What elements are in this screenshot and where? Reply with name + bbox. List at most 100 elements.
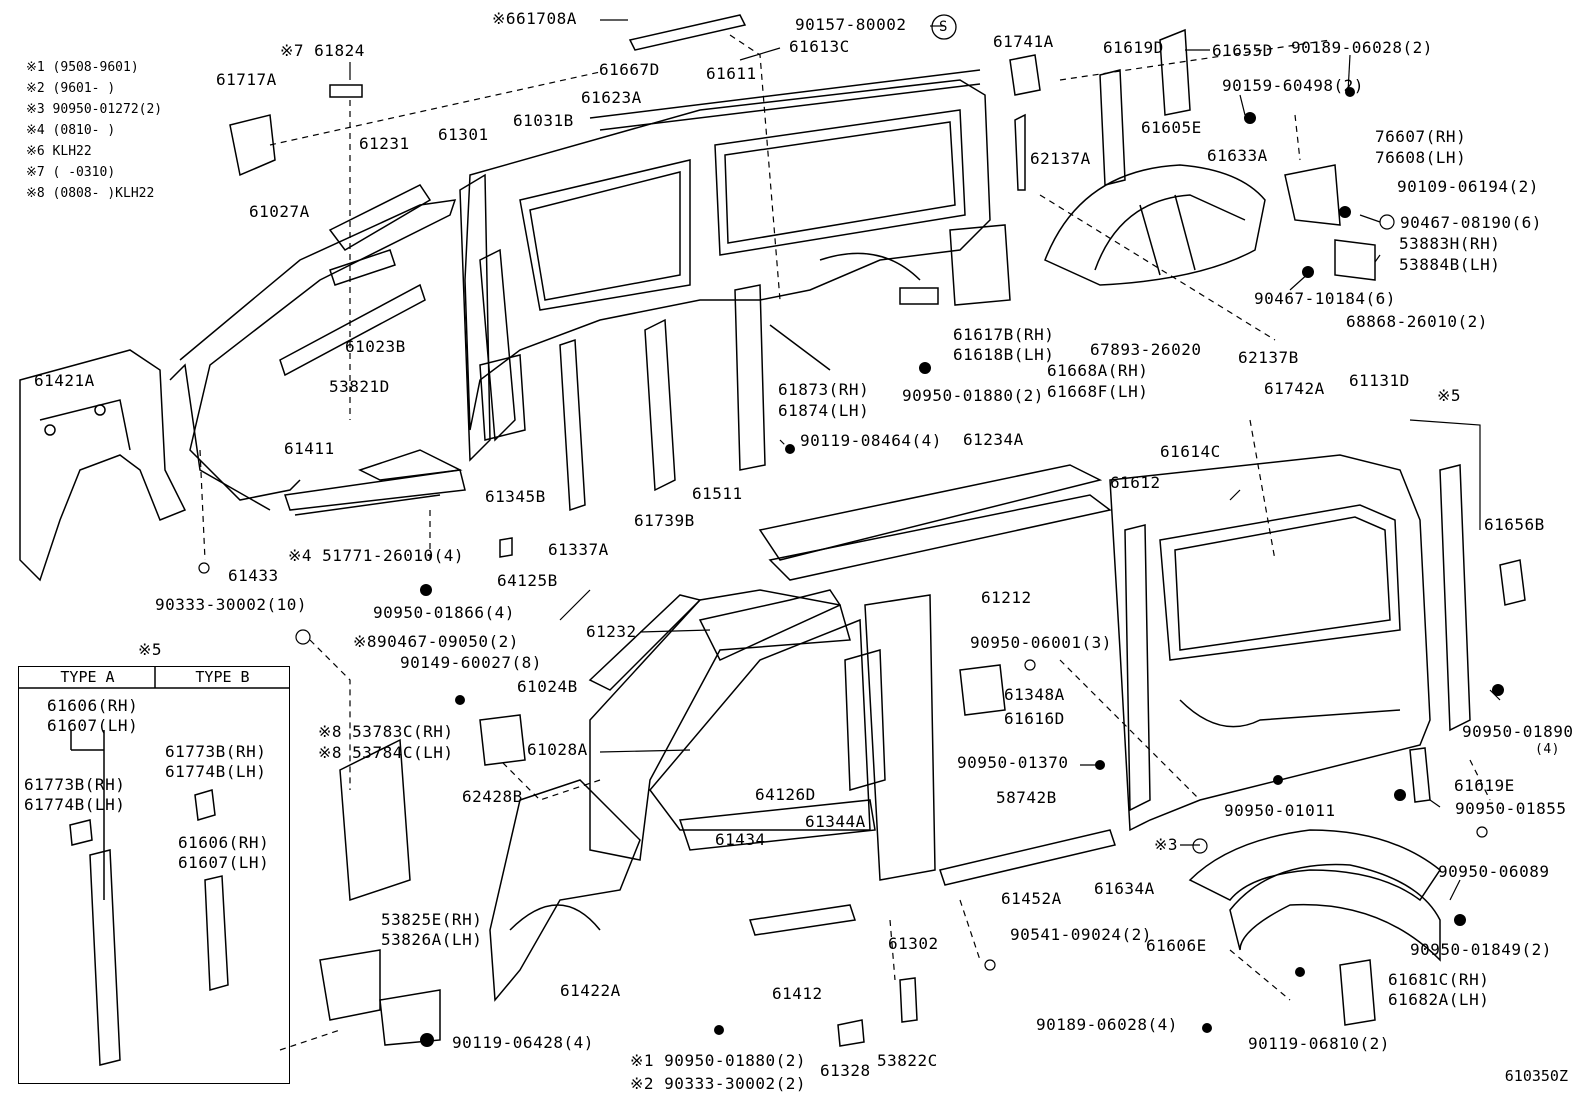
part-label: ※7 61824 [280, 41, 365, 60]
part-label: 53821D [329, 377, 390, 396]
part-label: 90467-10184(6) [1254, 289, 1396, 308]
part-label: 61131D [1349, 371, 1410, 390]
part-label: 61511 [692, 484, 743, 503]
part-label: 90541-09024(2) [1010, 925, 1152, 944]
part-label: 61422A [560, 981, 621, 1000]
part-label: 90159-60498(2) [1222, 76, 1364, 95]
part-label: 61742A [1264, 379, 1325, 398]
open-rings [198, 214, 1488, 971]
part-label: 53825E(RH) [381, 910, 483, 929]
part-label: 90119-06428(4) [452, 1033, 594, 1052]
part-label: 61301 [438, 125, 489, 144]
part-label: 61873(RH) [778, 380, 870, 399]
legend-drawings [69, 730, 229, 1066]
part-label: 61617B(RH) [953, 325, 1055, 344]
part-label: 61411 [284, 439, 335, 458]
center-pillars-drawing [479, 284, 831, 558]
part-label: 90950-01370 [957, 753, 1069, 772]
legend-a-part-label: 61774B(LH) [24, 795, 126, 814]
type-legend-box: TYPE A TYPE B [18, 666, 290, 1084]
part-label: 61655D [1212, 41, 1273, 60]
part-label: 61681C(RH) [1388, 970, 1490, 989]
part-label: 61614C [1160, 442, 1221, 461]
footnote-list: ※1 (9508-9601) ※2 (9601- ) ※3 90950-0127… [26, 60, 162, 207]
part-label: 61613C [789, 37, 850, 56]
part-label: 61616D [1004, 709, 1065, 728]
part-label: 90119-08464(4) [800, 431, 942, 450]
part-label: 61606E [1146, 936, 1207, 955]
part-label: 61634A [1094, 879, 1155, 898]
legend-a-part-label: 61773B(RH) [24, 775, 126, 794]
front-lower-drawing [319, 589, 1116, 1047]
part-label: 90149-60027(8) [400, 653, 542, 672]
legend-b-part-label: 61606(RH) [178, 833, 270, 852]
footnote-item: ※8 (0808- )KLH22 [26, 186, 155, 201]
part-label: ※5 [1437, 386, 1462, 405]
part-label: 90950-01866(4) [373, 603, 515, 622]
left-wheelhouse-drawing [19, 349, 187, 582]
rear-wheelhouse-upper-drawing [1044, 164, 1376, 286]
part-label: 76608(LH) [1375, 148, 1467, 167]
part-label: 68868-26010(2) [1346, 312, 1488, 331]
part-label: 61421A [34, 371, 95, 390]
part-label: 61337A [548, 540, 609, 559]
part-label: 90950-01011 [1224, 801, 1336, 820]
part-label: ※8 53783C(RH) [318, 722, 454, 741]
part-label: 61611 [706, 64, 757, 83]
part-label: 90950-06089 [1438, 862, 1550, 881]
part-label: 61023B [345, 337, 406, 356]
part-label: 61024B [517, 677, 578, 696]
part-label: 61234A [963, 430, 1024, 449]
part-label: (4) [1535, 742, 1560, 757]
part-label: 61739B [634, 511, 695, 530]
part-label: 61328 [820, 1061, 871, 1080]
leader-dashed-lines [199, 34, 1491, 1051]
part-label: 61605E [1141, 118, 1202, 137]
footnote-item: ※2 (9601- ) [26, 81, 116, 96]
part-label: 61667D [599, 60, 660, 79]
part-label: 64125B [497, 571, 558, 590]
legend-b-part-label: 61607(LH) [178, 853, 270, 872]
roof-rail-drawing [229, 14, 1191, 191]
legend-a-part-label: 61606(RH) [47, 696, 139, 715]
part-label: 76607(RH) [1375, 127, 1467, 146]
front-pillar-drawing [169, 184, 466, 516]
part-label: 61623A [581, 88, 642, 107]
part-label: 61027A [249, 202, 310, 221]
part-label: 61717A [216, 70, 277, 89]
part-label: 61619E [1454, 776, 1515, 795]
part-label: 61668F(LH) [1047, 382, 1149, 401]
part-label: 61348A [1004, 685, 1065, 704]
part-label: 61434 [715, 830, 766, 849]
part-label: 53822C [877, 1051, 938, 1070]
part-label: 90950-01880(2) [902, 386, 1044, 405]
part-label: ※1 90950-01880(2) [630, 1051, 807, 1070]
footnote-item: ※6 KLH22 [26, 144, 92, 159]
part-label: 53826A(LH) [381, 930, 483, 949]
footnote-item: ※4 (0810- ) [26, 123, 116, 138]
legend-type-a-header: TYPE A [60, 668, 115, 686]
part-label: ※4 51771-26010(4) [288, 546, 465, 565]
legend-title: ※5 [138, 640, 163, 659]
part-label: 67893-26020 [1090, 340, 1202, 359]
part-label: ※3 [1154, 835, 1179, 854]
part-label: 61345B [485, 487, 546, 506]
legend-a-part-label: 61607(LH) [47, 716, 139, 735]
part-label: 61452A [1001, 889, 1062, 908]
part-label: 61633A [1207, 146, 1268, 165]
part-label: 90950-01849(2) [1410, 940, 1552, 959]
part-label: 61302 [888, 934, 939, 953]
legend-b-part-label: 61773B(RH) [165, 742, 267, 761]
part-label: 61682A(LH) [1388, 990, 1490, 1009]
part-label: 61656B [1484, 515, 1545, 534]
part-label: 62428B [462, 787, 523, 806]
part-label: ※890467-09050(2) [353, 632, 519, 651]
part-label: 90950-06001(3) [970, 633, 1112, 652]
part-label: 61231 [359, 134, 410, 153]
part-label: 61344A [805, 812, 866, 831]
part-label: 53883H(RH) [1399, 234, 1501, 253]
figure-code: 610350Z [1504, 1067, 1568, 1085]
part-label: 90950-01855 [1455, 799, 1567, 818]
part-label: 61028A [527, 740, 588, 759]
part-label: 61874(LH) [778, 401, 870, 420]
